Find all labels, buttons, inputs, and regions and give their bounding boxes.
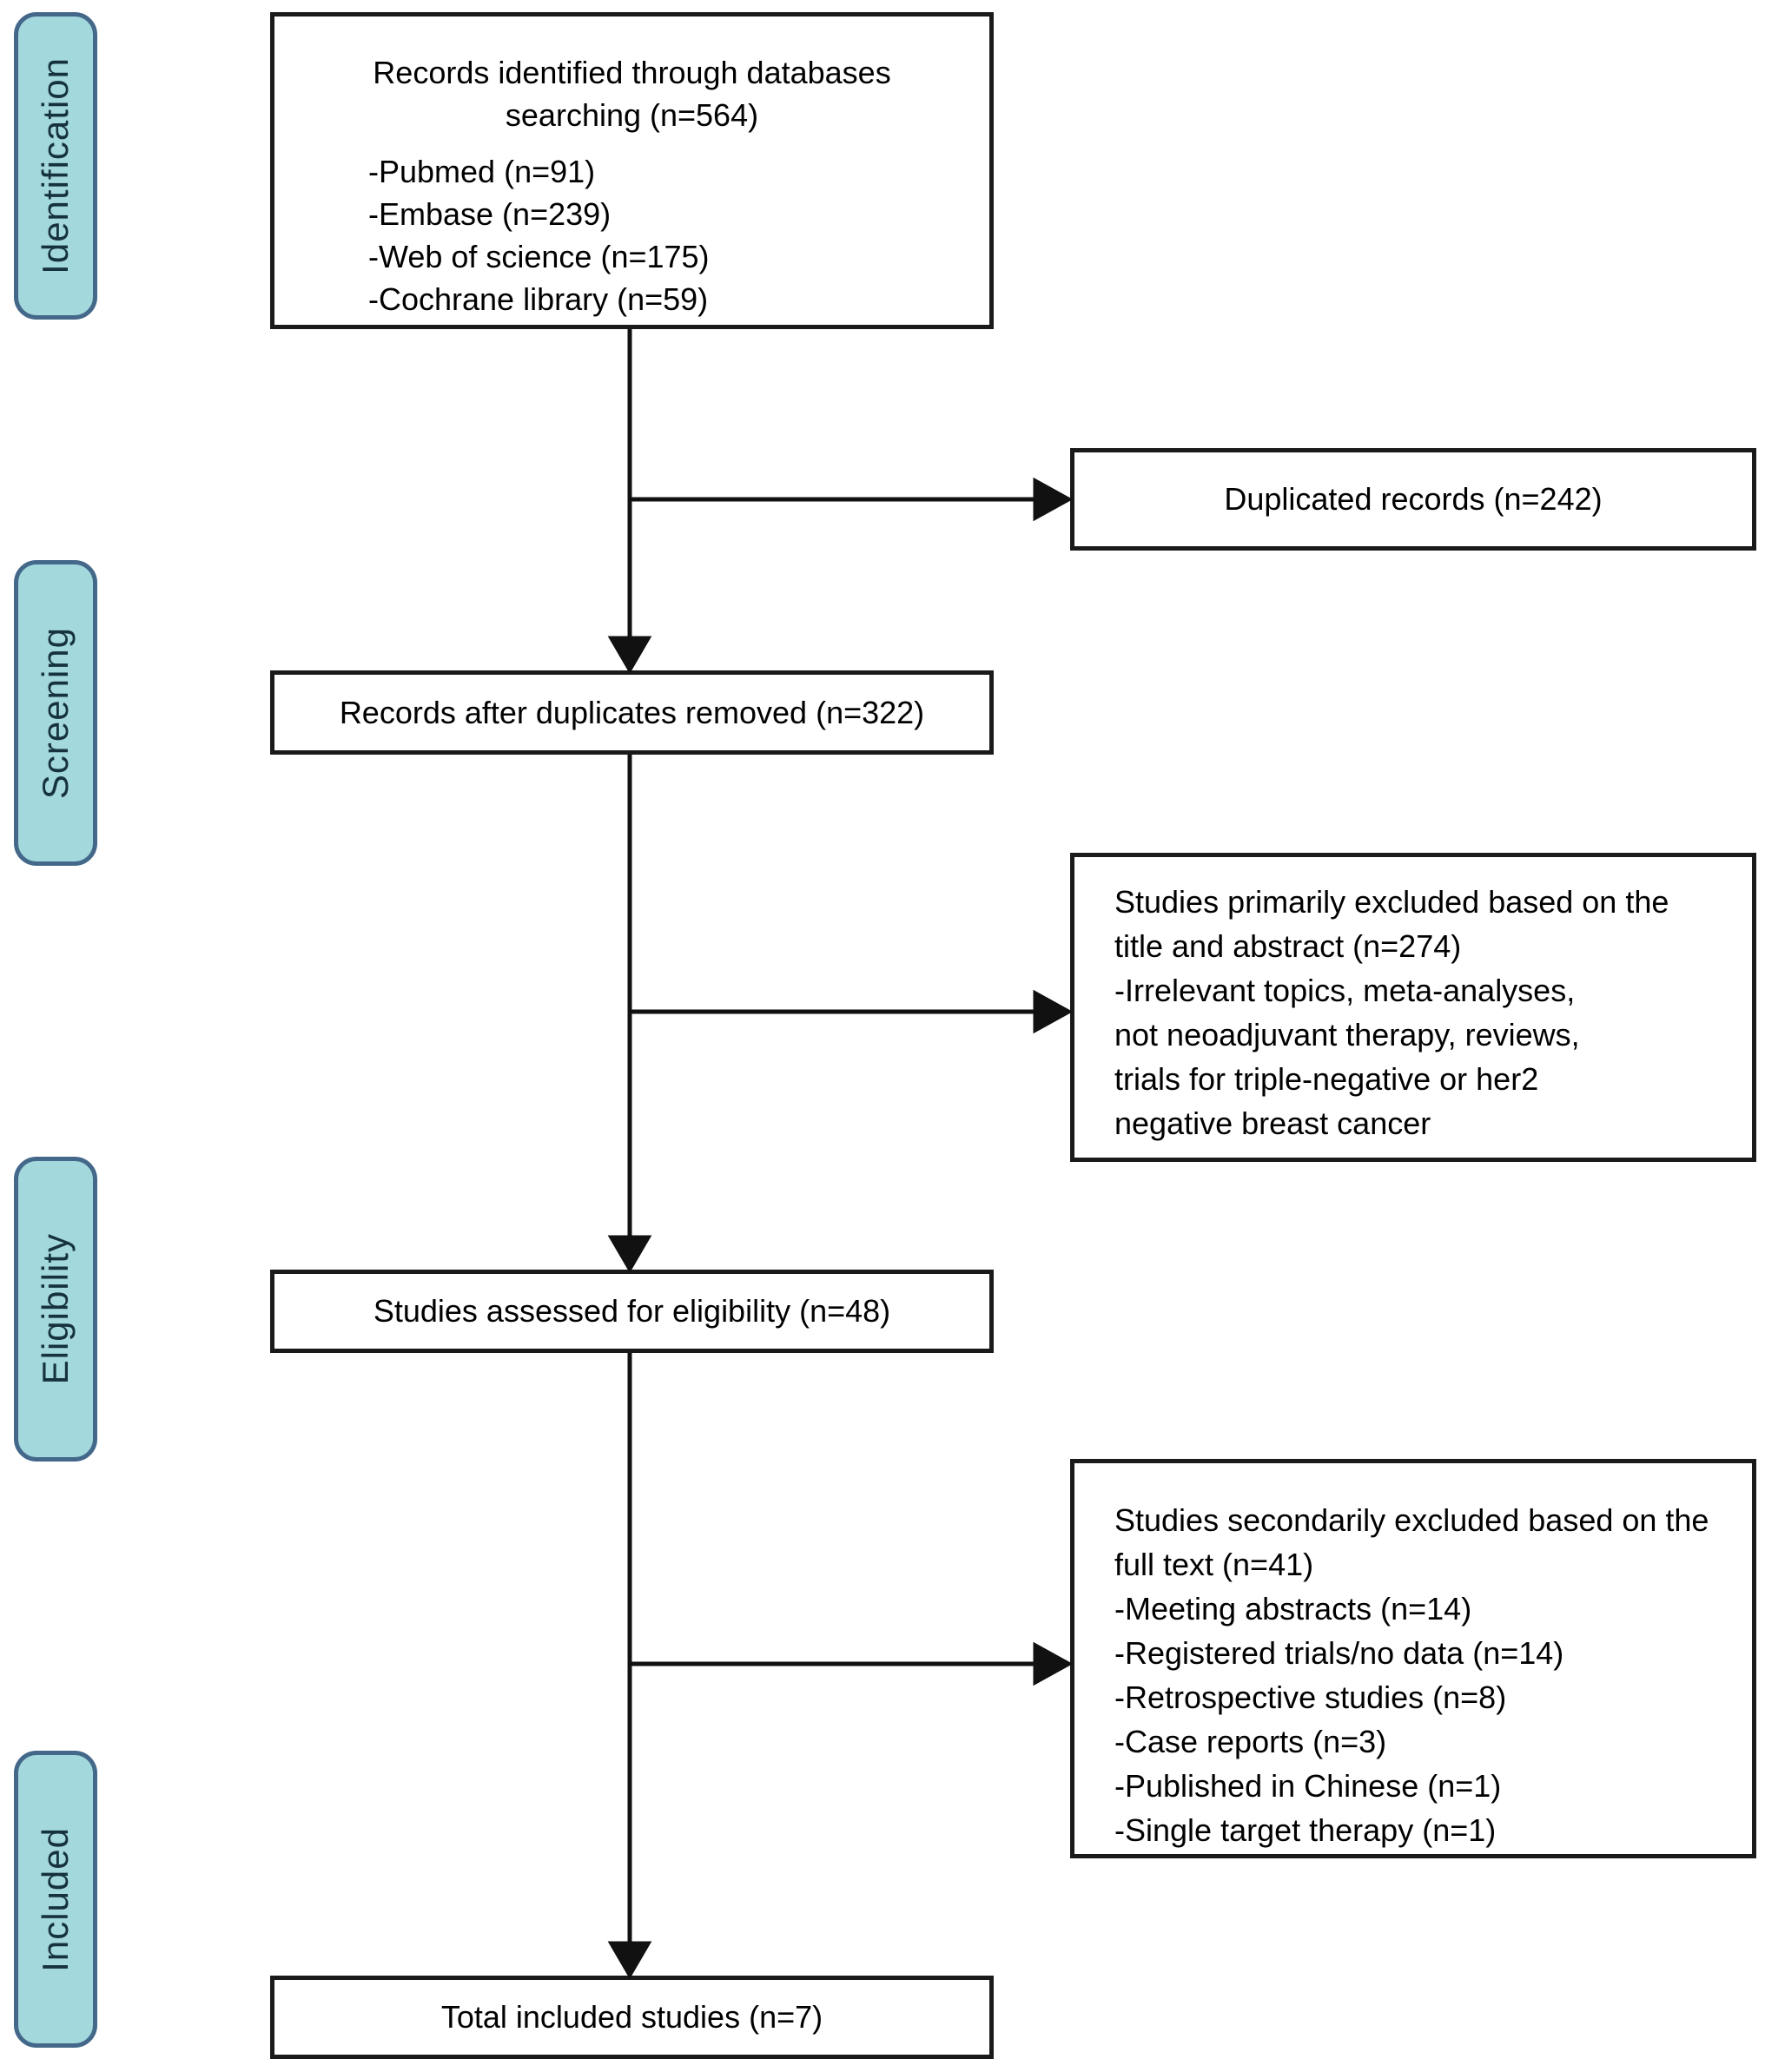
source-web-of-science: -Web of science (n=175): [368, 239, 710, 274]
primary-excluded-reason-line1: -Irrelevant topics, meta-analyses,: [1114, 973, 1576, 1008]
source-cochrane-library: -Cochrane library (n=59): [368, 281, 709, 317]
secondary-excluded-textblock: Studies secondarily excluded based on th…: [1114, 1498, 1731, 1852]
total-included-text: Total included studies (n=7): [440, 1999, 823, 2035]
box-records-after-duplicates: Records after duplicates removed (n=322): [270, 670, 994, 755]
stage-label-identification-text: Identification: [35, 57, 76, 274]
arrowhead-to-primary-excluded: [1033, 989, 1074, 1034]
box-studies-assessed: Studies assessed for eligibility (n=48): [270, 1270, 994, 1353]
secondary-excluded-title-line2: full text (n=41): [1114, 1547, 1314, 1582]
primary-excluded-reason-line3: trials for triple-negative or her2: [1114, 1061, 1539, 1097]
secondary-excluded-reason-single-target: -Single target therapy (n=1): [1114, 1812, 1497, 1848]
stage-label-screening: Screening: [14, 560, 97, 866]
secondary-excluded-reason-retrospective: -Retrospective studies (n=8): [1114, 1679, 1507, 1715]
box-records-identified-title: Records identified through databases sea…: [274, 51, 989, 136]
source-pubmed: -Pubmed (n=91): [368, 154, 596, 189]
box-duplicated-records: Duplicated records (n=242): [1070, 448, 1756, 551]
secondary-excluded-title-line1: Studies secondarily excluded based on th…: [1114, 1502, 1709, 1538]
box-records-identified: Records identified through databases sea…: [270, 12, 994, 329]
primary-excluded-textblock: Studies primarily excluded based on the …: [1114, 880, 1731, 1145]
stage-label-screening-text: Screening: [35, 626, 76, 800]
stage-label-eligibility-text: Eligibility: [35, 1233, 76, 1385]
primary-excluded-reason-line2: not neoadjuvant therapy, reviews,: [1114, 1017, 1580, 1052]
records-after-duplicates-text: Records after duplicates removed (n=322): [339, 694, 925, 730]
primary-excluded-title-line2: title and abstract (n=274): [1114, 928, 1462, 964]
duplicated-records-text: Duplicated records (n=242): [1224, 481, 1603, 517]
arrowhead-identified-to-screening: [607, 636, 652, 674]
secondary-excluded-reason-chinese: -Published in Chinese (n=1): [1114, 1768, 1502, 1804]
arrowhead-screening-to-eligibility: [607, 1235, 652, 1273]
stage-label-eligibility: Eligibility: [14, 1157, 97, 1462]
source-embase: -Embase (n=239): [368, 196, 611, 232]
box-secondary-excluded: Studies secondarily excluded based on th…: [1070, 1459, 1756, 1858]
primary-excluded-title-line1: Studies primarily excluded based on the: [1114, 884, 1669, 920]
box-primary-excluded: Studies primarily excluded based on the …: [1070, 853, 1756, 1162]
arrowhead-to-secondary-excluded: [1033, 1641, 1074, 1686]
studies-assessed-text: Studies assessed for eligibility (n=48): [373, 1293, 891, 1329]
stage-label-identification: Identification: [14, 12, 97, 320]
arrowhead-eligibility-to-included: [607, 1941, 652, 1979]
database-source-list: -Pubmed (n=91) -Embase (n=239) -Web of s…: [274, 150, 989, 320]
secondary-excluded-reason-case-reports: -Case reports (n=3): [1114, 1724, 1387, 1759]
arrowhead-to-duplicated-records: [1033, 477, 1074, 522]
secondary-excluded-reason-meeting-abstracts: -Meeting abstracts (n=14): [1114, 1591, 1472, 1627]
box-total-included: Total included studies (n=7): [270, 1976, 994, 2059]
secondary-excluded-reason-registered-trials: -Registered trials/no data (n=14): [1114, 1635, 1564, 1671]
stage-label-included-text: Included: [35, 1826, 76, 1972]
primary-excluded-reason-line4: negative breast cancer: [1114, 1105, 1431, 1141]
records-identified-title-line1: Records identified through databases: [373, 55, 891, 90]
records-identified-title-line2: searching (n=564): [505, 97, 759, 133]
stage-label-included: Included: [14, 1751, 97, 2048]
